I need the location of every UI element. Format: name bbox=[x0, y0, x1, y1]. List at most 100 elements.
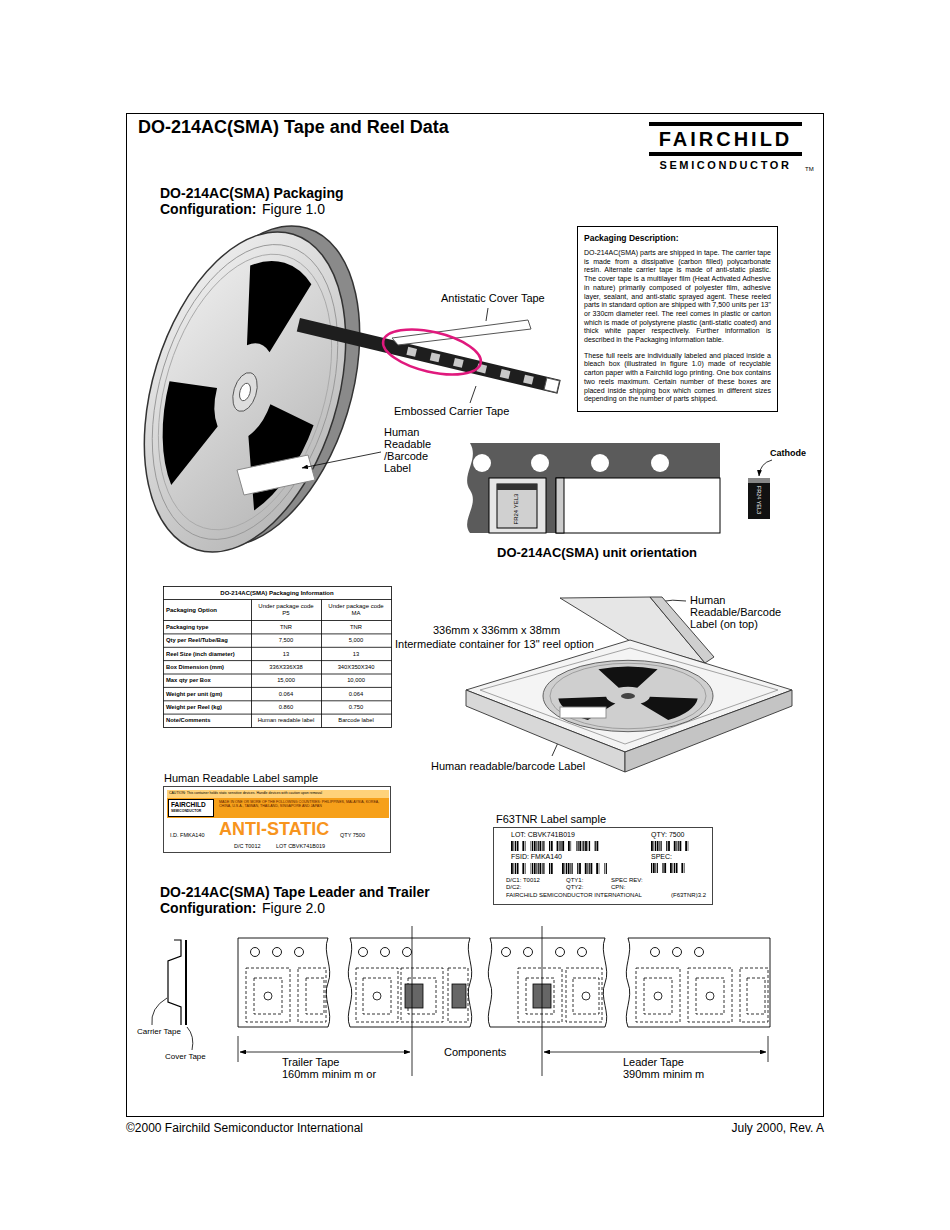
dimension-label: Leader Tape 390mm minim m bbox=[623, 1056, 704, 1080]
tape-segment bbox=[348, 938, 471, 1027]
tape-cross-section bbox=[168, 940, 181, 1025]
dimension-line bbox=[240, 1052, 410, 1053]
barcode bbox=[676, 841, 678, 851]
leader-line bbox=[486, 308, 488, 321]
barcode bbox=[598, 863, 600, 874]
tape-segment bbox=[626, 938, 770, 1027]
barcode bbox=[653, 841, 655, 851]
barcode bbox=[564, 863, 566, 874]
barcode bbox=[562, 863, 564, 874]
barcode bbox=[670, 863, 672, 873]
label-field: I.D. FMKA140 bbox=[170, 832, 205, 839]
table-cell: Box Dimension (mm) bbox=[163, 661, 251, 674]
label-field: FAIRCHILD SEMICONDUCTOR INTERNATIONAL bbox=[506, 892, 642, 899]
sprocket-hole bbox=[273, 948, 282, 957]
barcode bbox=[515, 841, 516, 851]
tape-pocket bbox=[401, 968, 443, 1022]
tape-pocket bbox=[740, 968, 768, 1022]
barcode bbox=[606, 863, 607, 874]
barcode bbox=[597, 841, 599, 851]
carrier-tape bbox=[523, 375, 534, 385]
barcode bbox=[576, 841, 578, 851]
table-cell: Weight per Reel (kg) bbox=[163, 701, 251, 714]
label-field: SPEC REV: bbox=[611, 877, 643, 884]
tape-pocket bbox=[356, 968, 398, 1022]
table-cell: 0.064 bbox=[321, 687, 391, 700]
tape-orientation bbox=[556, 478, 564, 533]
callout-label: Human readable/barcode Label bbox=[430, 760, 586, 773]
table-cell: Barcode label bbox=[321, 714, 391, 727]
barcode bbox=[560, 841, 561, 851]
box-illustration bbox=[550, 663, 706, 729]
tape-pocket bbox=[254, 978, 282, 1014]
barcode bbox=[568, 841, 570, 851]
sprocket-hole bbox=[295, 948, 304, 957]
tape-pocket bbox=[526, 978, 554, 1014]
barcode bbox=[536, 841, 538, 851]
barcode bbox=[666, 841, 667, 851]
barcode bbox=[659, 841, 661, 851]
table-cell: 5,000 bbox=[321, 634, 391, 647]
barcode bbox=[687, 841, 689, 851]
section-heading: Configuration: bbox=[160, 201, 256, 218]
barcode bbox=[542, 841, 544, 851]
barcode bbox=[583, 841, 584, 851]
dimension-line bbox=[412, 926, 413, 1076]
tape-pocket bbox=[246, 968, 290, 1022]
table-grid bbox=[164, 714, 392, 715]
pocket-center bbox=[264, 992, 272, 1000]
table-cell: TNR bbox=[251, 621, 321, 634]
logo-text: FAIRCHILD bbox=[649, 127, 802, 151]
barcode bbox=[681, 863, 683, 873]
barcode bbox=[657, 863, 658, 873]
barcode bbox=[568, 863, 570, 874]
table-cell: 10,000 bbox=[321, 674, 391, 687]
logo-text: SEMICONDUCTOR bbox=[649, 159, 802, 172]
box-illustration bbox=[598, 667, 657, 688]
barcode bbox=[551, 863, 553, 874]
barcode bbox=[511, 841, 513, 851]
label-field: (F63TNR)3.2 bbox=[671, 892, 706, 899]
sprocket-hole bbox=[403, 948, 412, 957]
barcode bbox=[549, 863, 550, 874]
reel-illustration bbox=[237, 455, 315, 495]
box-illustration bbox=[480, 648, 778, 744]
barcode bbox=[536, 863, 538, 874]
table-cell: 0.750 bbox=[321, 701, 391, 714]
box-illustration bbox=[560, 707, 606, 718]
logo-bar bbox=[649, 122, 802, 156]
tape-pocket bbox=[696, 978, 724, 1014]
barcode bbox=[678, 841, 679, 851]
barcode bbox=[589, 841, 590, 851]
reel-illustration bbox=[108, 207, 381, 577]
table-header: Packaging Option bbox=[163, 600, 251, 620]
reel-illustration bbox=[141, 374, 229, 493]
table-grid bbox=[251, 600, 252, 728]
sprocket-hole bbox=[673, 948, 682, 957]
carrier-tape bbox=[430, 352, 441, 362]
panel-heading: Packaging Description: bbox=[584, 233, 771, 243]
barcode bbox=[653, 863, 655, 873]
pocket-center bbox=[264, 992, 714, 1000]
barcode bbox=[532, 841, 533, 851]
label-sample: Human Readable Label sampleCAUTION: This… bbox=[163, 786, 391, 853]
label-field: SPEC: bbox=[651, 853, 672, 861]
callout-label: Carrier Tape bbox=[137, 1027, 181, 1037]
table-cell: 340X350X340 bbox=[321, 661, 391, 674]
table-cell: Note/Comments bbox=[163, 714, 251, 727]
table-grid bbox=[164, 620, 392, 621]
barcode bbox=[664, 863, 666, 873]
label-field: QTY2: bbox=[566, 884, 583, 891]
component bbox=[405, 984, 551, 1008]
barcode bbox=[589, 863, 590, 874]
callout-label: Cover Tape bbox=[165, 1052, 206, 1062]
pocket-center bbox=[706, 992, 714, 1000]
leader-line bbox=[470, 386, 476, 403]
reel-illustration bbox=[228, 370, 261, 415]
carrier-tape bbox=[544, 378, 559, 393]
barcode bbox=[604, 863, 606, 874]
footer-text: ©2000 Fairchild Semiconductor Internatio… bbox=[126, 1121, 363, 1135]
barcode bbox=[570, 841, 572, 851]
barcode bbox=[559, 841, 561, 851]
